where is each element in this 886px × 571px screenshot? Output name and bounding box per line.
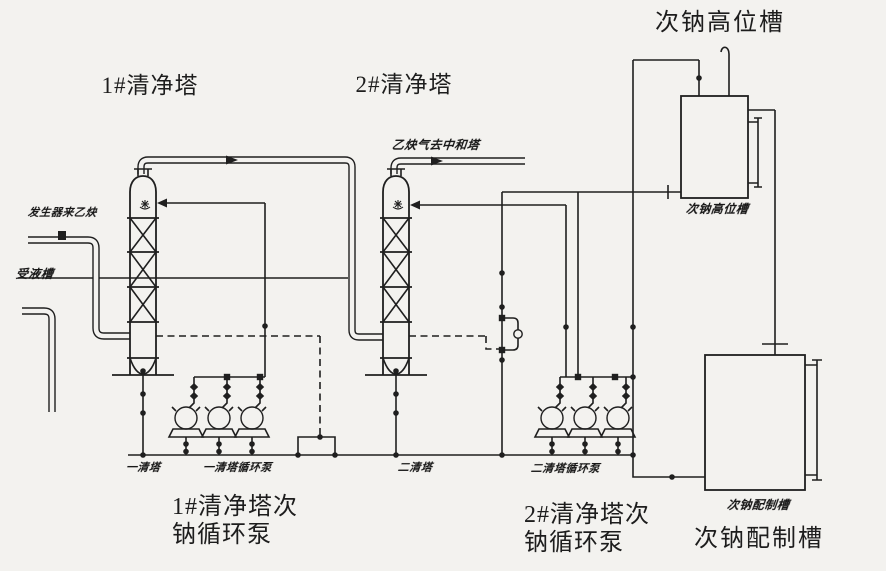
annotation-tower1-bottom: 一清塔 xyxy=(125,461,162,474)
globe-valve-icon xyxy=(513,329,523,339)
spray-nozzle-icon xyxy=(392,199,404,210)
prep-tank-title: 次钠配制槽 xyxy=(694,526,824,552)
level-gauge-icon xyxy=(748,117,762,188)
preparation-tank xyxy=(704,354,822,491)
pump-group1-title-line2: 钠循环泵 xyxy=(172,522,272,549)
pump-group2-title-line1: 2#清净塔次 xyxy=(524,502,650,528)
annotation-pump-group2: 二清塔循环泵 xyxy=(530,462,601,475)
pump-group2-title: 2#清净塔次 钠循环泵 xyxy=(524,501,664,558)
control-valve-station xyxy=(498,314,523,354)
annotation-prep-tank: 次钠配制槽 xyxy=(726,498,791,512)
tower-2 xyxy=(365,169,427,375)
annotation-pump-group1: 一清塔循环泵 xyxy=(202,461,273,474)
pump-group1-title: 1#清净塔次 钠循环泵 xyxy=(172,493,312,550)
flow-arrows xyxy=(157,155,443,210)
annotation-acetylene-out: 乙炔气去中和塔 xyxy=(391,138,481,152)
pump-icon xyxy=(568,377,602,455)
pump-icon xyxy=(169,377,203,455)
pump-icon xyxy=(235,377,269,455)
high-level-tank xyxy=(680,95,762,199)
tower1-title: 1#清净塔 xyxy=(101,73,199,98)
annotation-high-tank: 次钠高位槽 xyxy=(685,202,750,216)
pump-group-2 xyxy=(535,377,635,455)
process-lines xyxy=(18,46,788,478)
tower2-title: 2#清净塔 xyxy=(355,72,453,97)
annotation-acetylene-feed: 发生器来乙炔 xyxy=(27,206,98,219)
level-gauge-icon xyxy=(805,359,822,481)
dashed-lines xyxy=(156,335,500,437)
annotation-receiver-line: 受液槽 xyxy=(15,267,55,281)
pump-group1-title-line1: 1#清净塔次 xyxy=(172,494,298,520)
pump-icon xyxy=(535,377,569,455)
spray-nozzle-icon xyxy=(139,199,151,210)
annotation-tower2-bottom: 二清塔 xyxy=(397,461,434,474)
high-tank-title: 次钠高位槽 xyxy=(655,10,785,36)
gas-pipes xyxy=(22,156,525,412)
pump-group2-title-line2: 钠循环泵 xyxy=(524,530,624,557)
pipe-flange-mark xyxy=(58,231,66,240)
pump-icon xyxy=(202,377,236,455)
pump-group-1 xyxy=(169,377,269,455)
pump-icon xyxy=(601,377,635,455)
